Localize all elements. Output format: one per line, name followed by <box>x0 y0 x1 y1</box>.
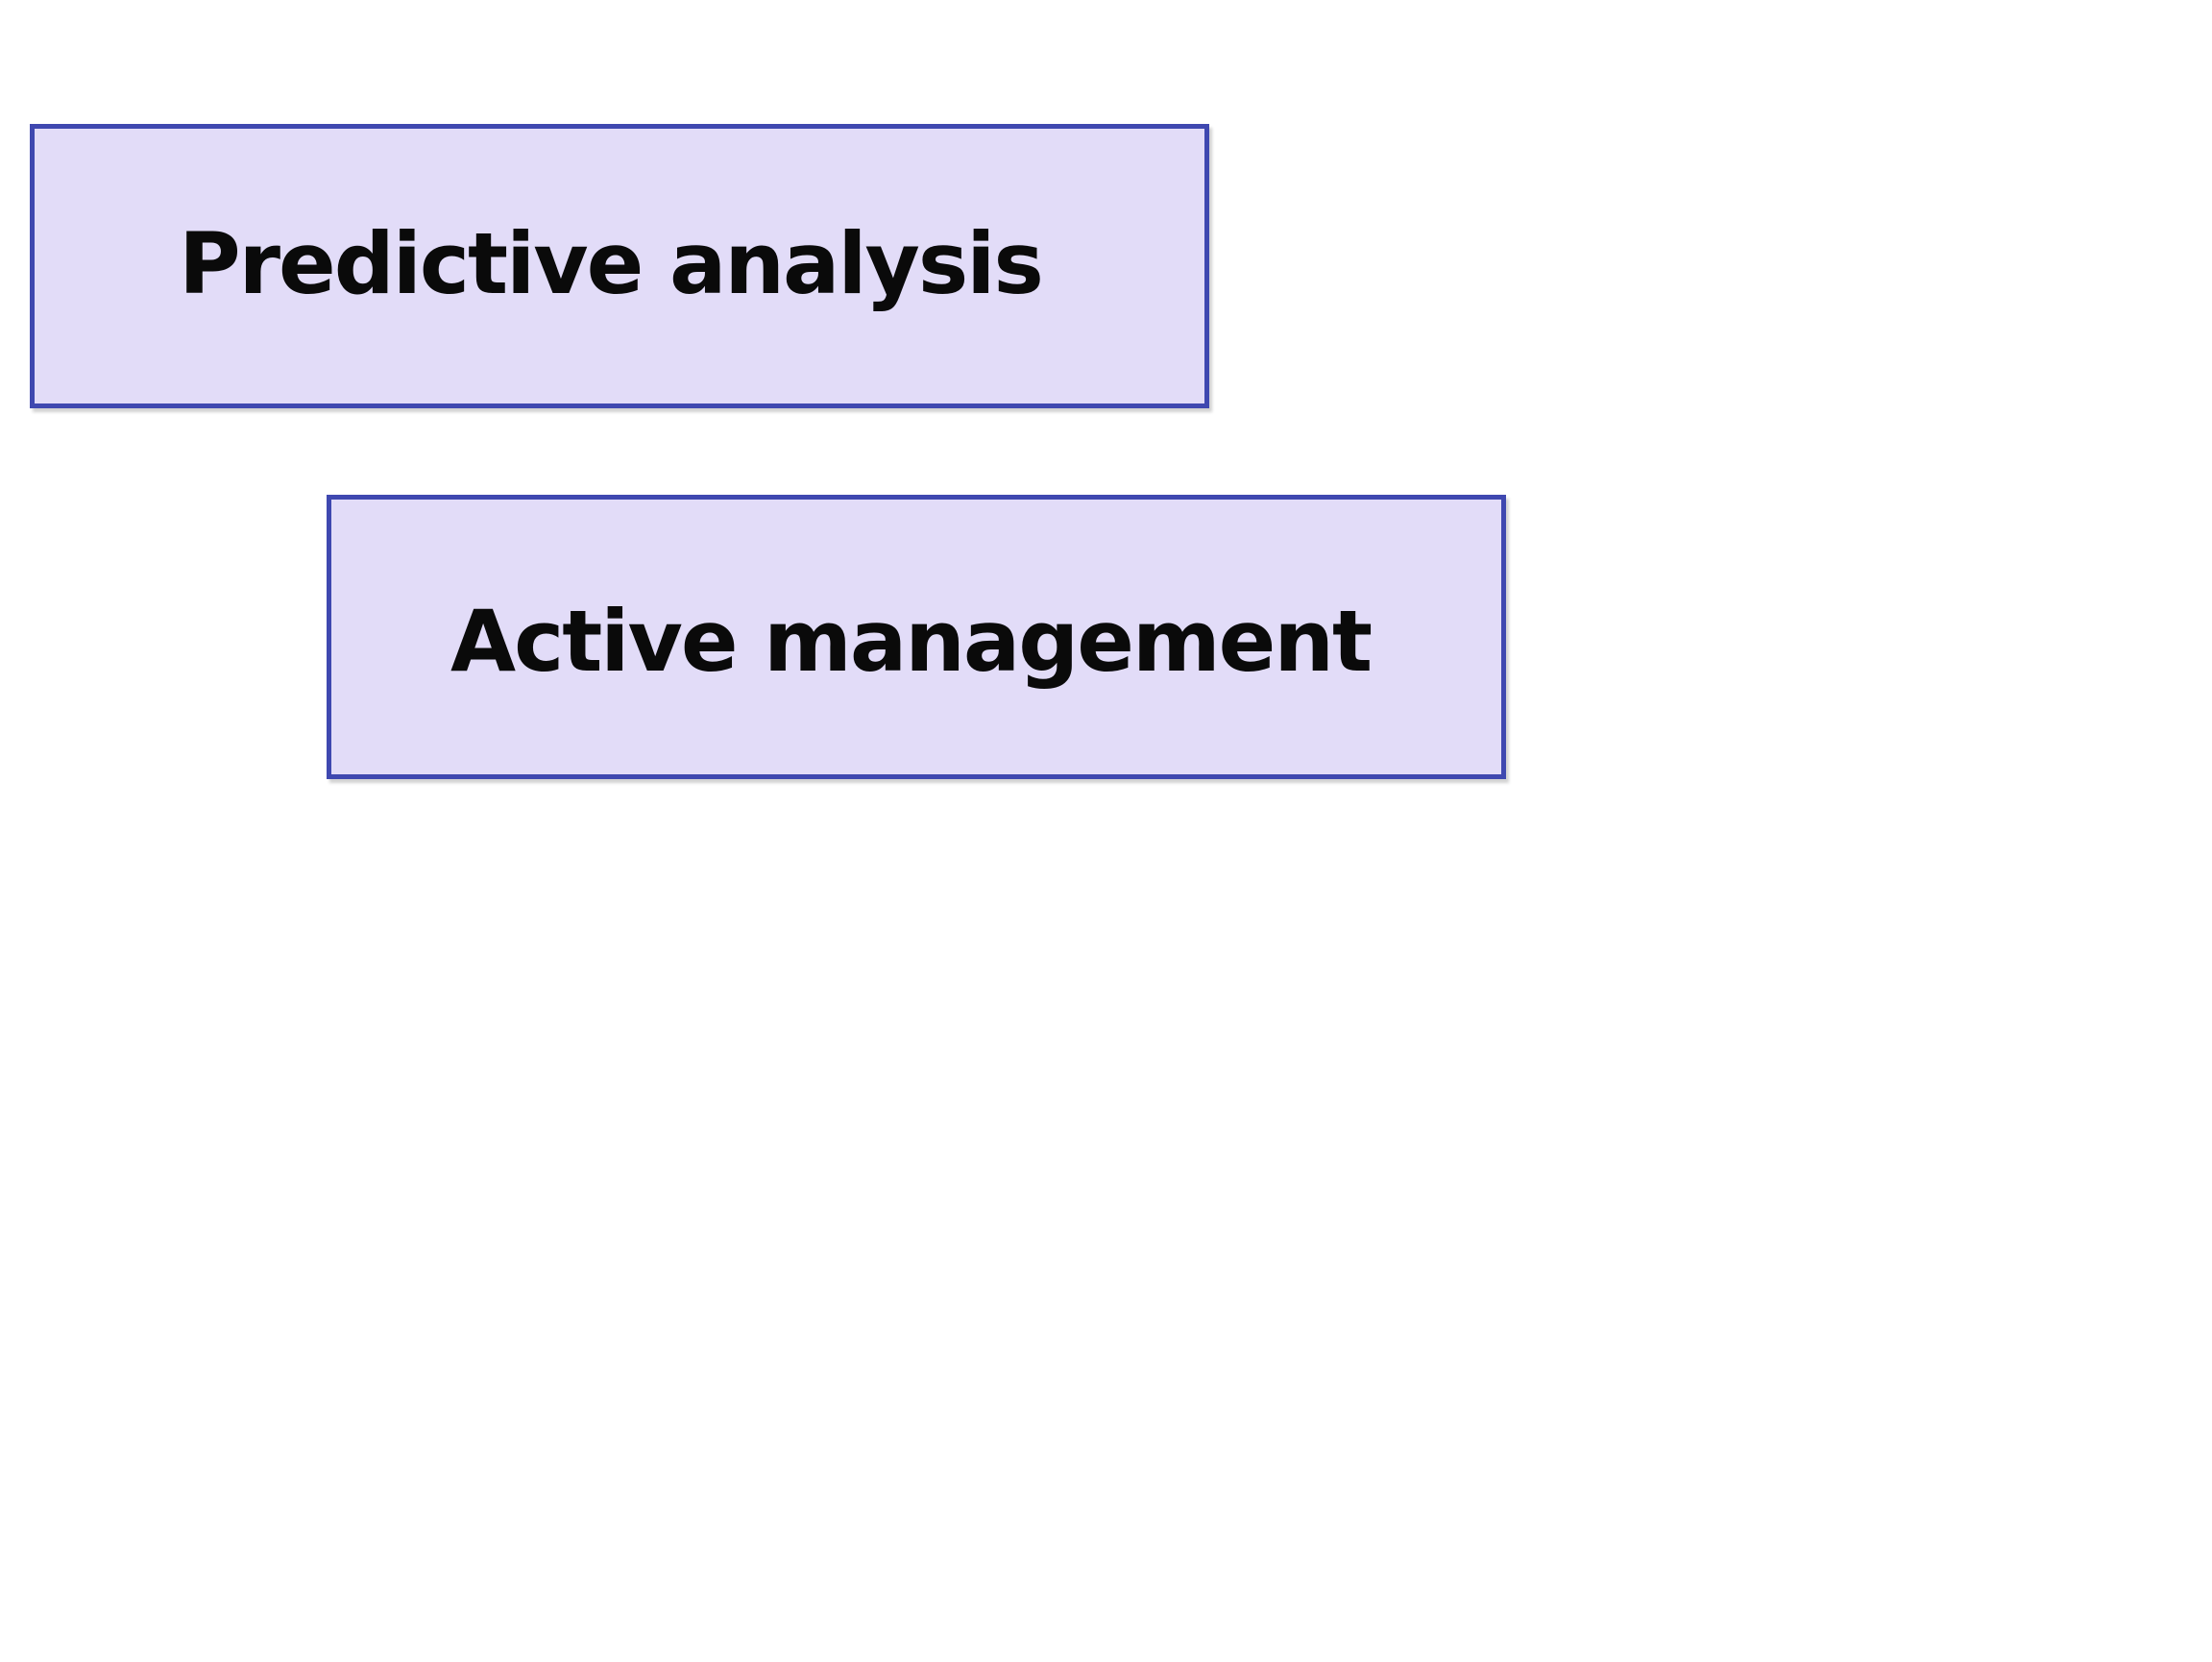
node-predictive-analysis: Predictive analysis <box>30 124 1209 408</box>
node-label: Active management <box>450 592 1373 691</box>
node-active-management: Active management <box>327 495 1506 779</box>
node-label: Predictive analysis <box>179 214 1044 313</box>
